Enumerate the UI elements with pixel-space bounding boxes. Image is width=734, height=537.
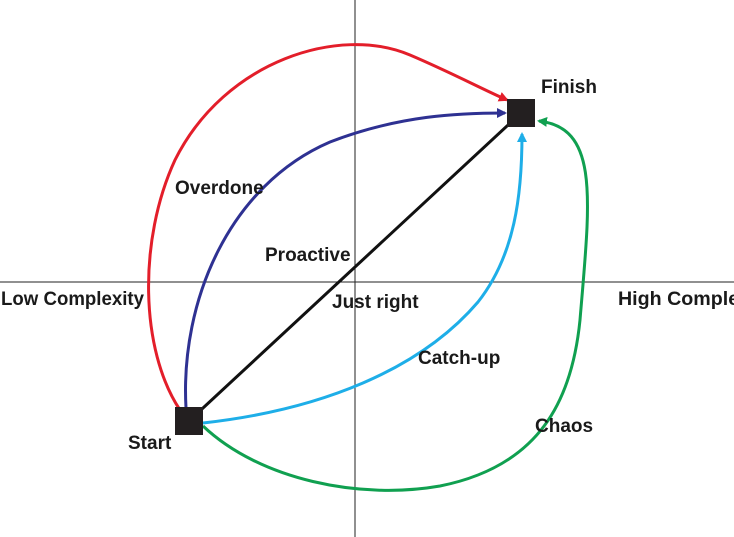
catch-up-label: Catch-up xyxy=(418,348,500,369)
low-complexity-label: Low Complexity xyxy=(1,289,144,310)
overdone-label: Overdone xyxy=(175,178,264,199)
high-complexity-label: High Complexity xyxy=(618,289,734,310)
finish-node xyxy=(507,99,535,127)
proactive-path xyxy=(184,108,507,409)
proactive-label: Proactive xyxy=(265,245,351,266)
finish-label: Finish xyxy=(541,77,597,98)
chaos-path xyxy=(201,116,590,492)
start-node xyxy=(175,407,203,435)
just-right-path xyxy=(187,111,523,423)
start-label: Start xyxy=(128,433,172,454)
overdone-path xyxy=(147,43,509,411)
catch-up-path xyxy=(202,132,527,425)
chaos-label: Chaos xyxy=(535,416,593,437)
just-right-label: Just right xyxy=(332,292,419,313)
